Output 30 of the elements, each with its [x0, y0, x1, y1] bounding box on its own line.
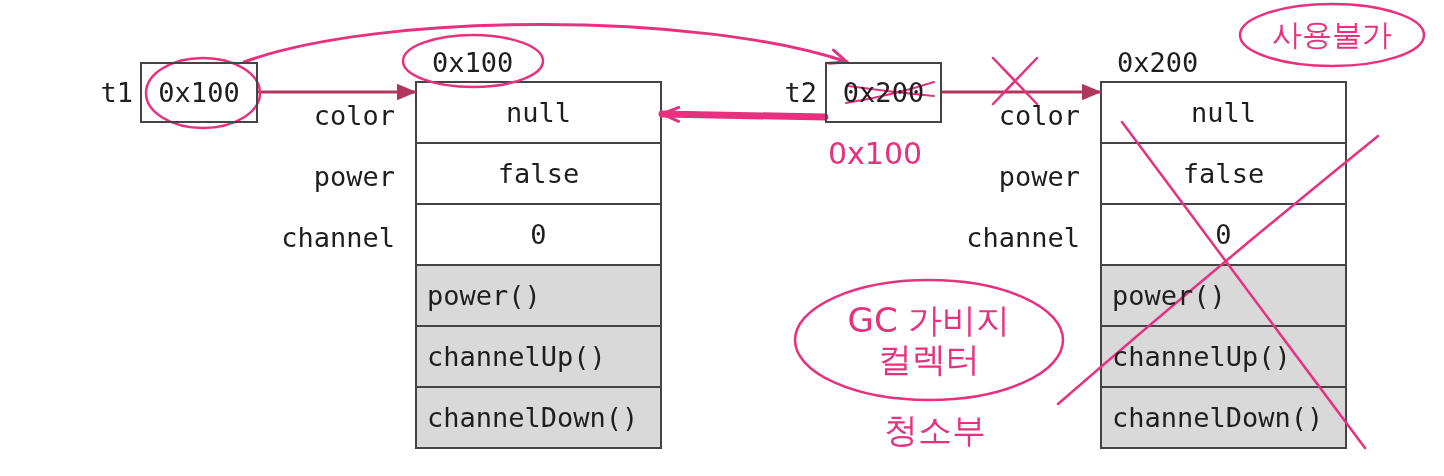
field-row: 0	[415, 203, 662, 266]
variable-name: t2	[784, 77, 817, 109]
address-label: 0x100	[432, 46, 514, 80]
method-row: power()	[415, 264, 662, 327]
handwritten-note: 0x100	[828, 136, 923, 172]
field-name: channel	[281, 221, 395, 254]
field-row: false	[415, 142, 662, 205]
reference-box: 0x100	[140, 62, 258, 123]
arrow	[256, 83, 417, 101]
arrow	[940, 83, 1102, 101]
method-row: channelDown()	[415, 386, 662, 449]
field-name: channel	[966, 221, 1080, 254]
address-label: 0x200	[1117, 46, 1199, 80]
field-name: color	[998, 99, 1080, 132]
method-row: channelDown()	[1100, 386, 1347, 449]
note-ellipse: 사용불가	[1238, 2, 1426, 68]
field-name: power	[313, 160, 395, 193]
field-name: power	[998, 160, 1080, 193]
note-ellipse: GC 가비지 컬렉터	[793, 278, 1065, 402]
method-row: channelUp()	[415, 325, 662, 388]
arrow	[242, 23, 849, 66]
method-row: channelUp()	[1100, 325, 1347, 388]
variable-name: t1	[100, 77, 133, 109]
field-row: 0	[1100, 203, 1347, 266]
handwritten-note: 청소부	[884, 410, 986, 451]
field-row: null	[1100, 81, 1347, 144]
field-name: color	[313, 99, 395, 132]
field-row: null	[415, 81, 662, 144]
field-row: false	[1100, 142, 1347, 205]
arrow	[658, 105, 829, 123]
